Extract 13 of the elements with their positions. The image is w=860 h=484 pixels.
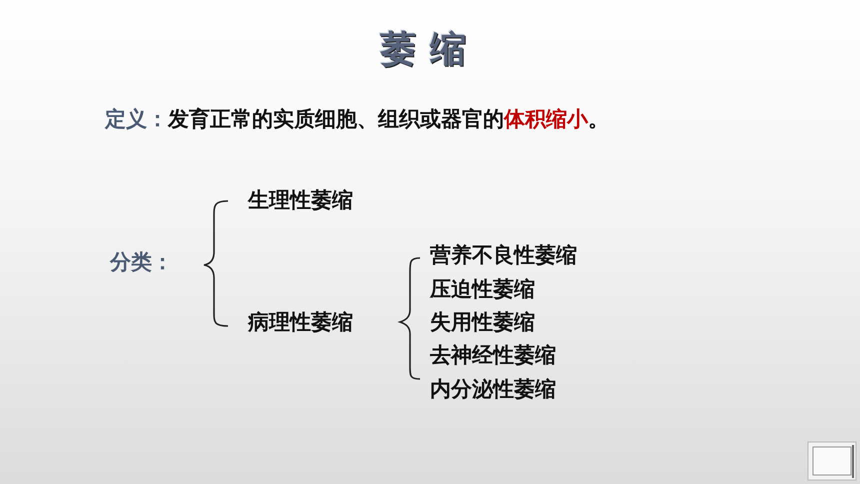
- definition-label: 定义：: [105, 107, 168, 131]
- subtype-text: 去神经性萎缩: [430, 342, 556, 369]
- title: 萎缩: [379, 28, 481, 72]
- classification-label: 分类：: [110, 249, 173, 276]
- subtype-text: 营养不良性萎缩: [430, 242, 577, 269]
- subtype-text: 内分泌性萎缩: [430, 376, 556, 403]
- definition-text: 发育正常的实质细胞、组织或器官的: [168, 107, 504, 131]
- highlighted-text: 体积缩小: [504, 107, 588, 131]
- definition-text: 。: [588, 107, 609, 131]
- category-text: 生理性萎缩: [248, 187, 353, 214]
- subtype-text: 压迫性萎缩: [430, 276, 535, 303]
- subtype-text: 失用性萎缩: [430, 309, 535, 336]
- category-text: 病理性萎缩: [248, 309, 353, 336]
